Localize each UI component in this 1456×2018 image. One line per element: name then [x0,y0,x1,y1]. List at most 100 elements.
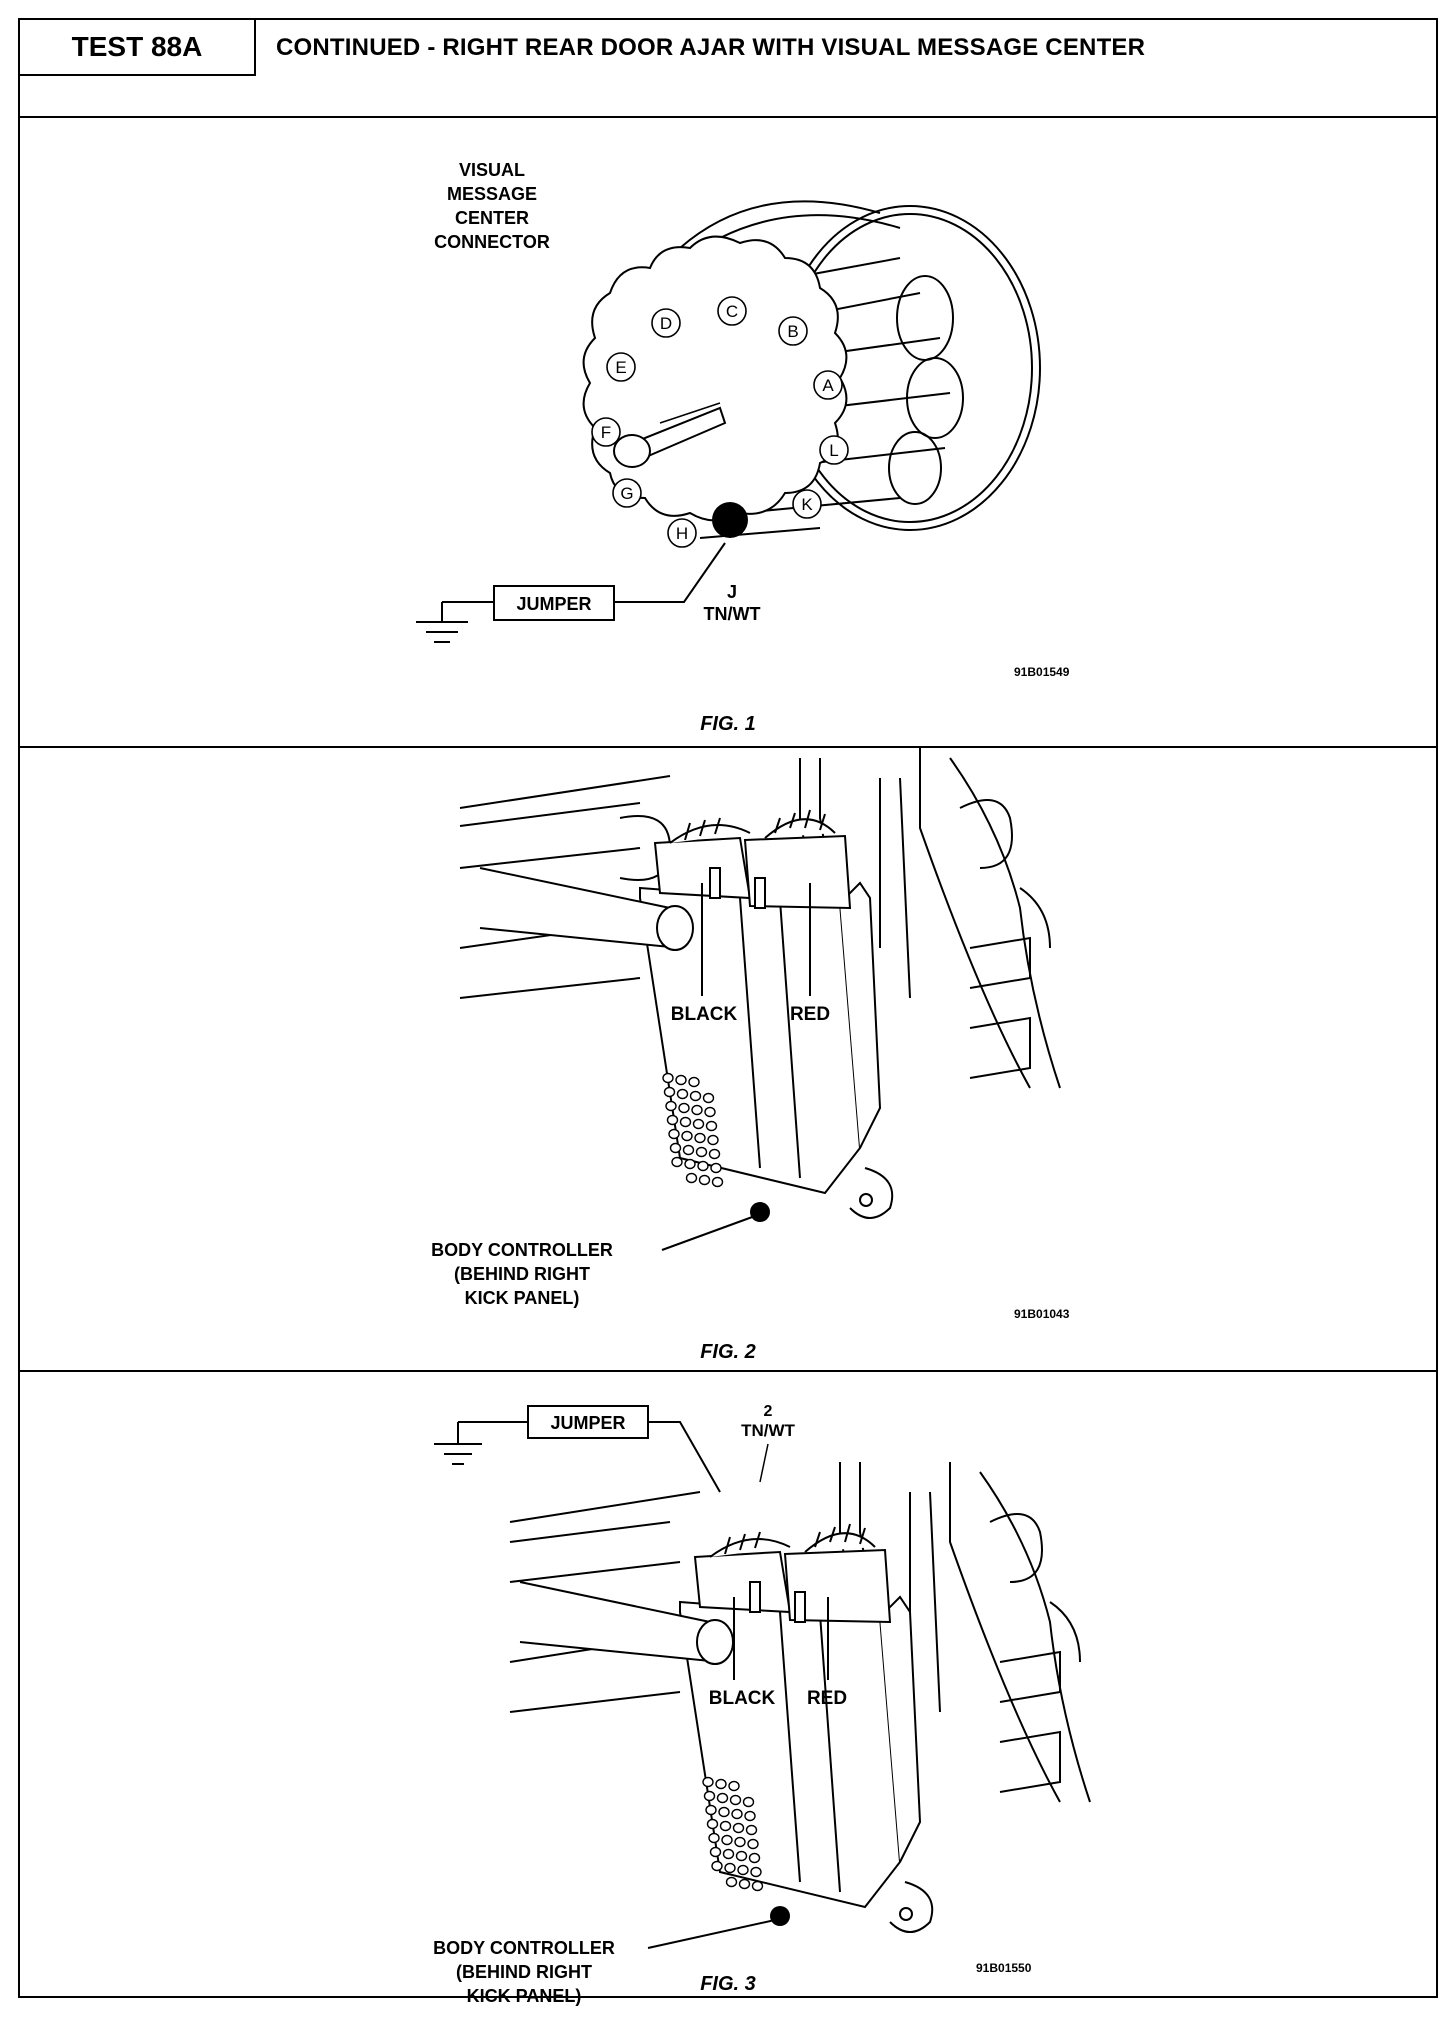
vent-hole [719,1820,732,1832]
vent-hole [748,1852,761,1864]
svg-text:CONNECTOR: CONNECTOR [434,232,550,252]
vent-hole [689,1090,702,1102]
harness-tube [519,1581,734,1665]
vent-hole [724,1862,736,1874]
vent-hole [694,1132,706,1144]
svg-text:(BEHIND RIGHT: (BEHIND RIGHT [456,1962,592,1982]
harness-tube [479,867,694,951]
connectors-top [693,1523,892,1624]
connector-label: VISUAL MESSAGE CENTER CONNECTOR [434,160,550,252]
pin-j-callout: J [727,582,737,602]
vent-hole [668,1128,680,1140]
vent-hole [663,1086,676,1098]
vent-hole [676,1088,689,1100]
vent-hole [688,1076,700,1088]
pin-label-e: E [615,358,626,377]
vent-hole [708,1832,720,1844]
svg-text:(BEHIND RIGHT: (BEHIND RIGHT [454,1264,590,1284]
body-controller-module [639,881,894,1219]
vent-hole [715,1778,727,1790]
vent-hole [745,1824,758,1836]
vent-hole [725,1876,738,1888]
module-leader [647,1919,776,1949]
vent-hole [711,1176,724,1188]
pin-label-k: K [801,495,813,514]
vent-hole [681,1130,693,1142]
svg-text:MESSAGE: MESSAGE [447,184,537,204]
page-title: CONTINUED - RIGHT REAR DOOR AJAR WITH VI… [276,34,1146,61]
pin-label-l: L [829,441,838,460]
vent-hole [684,1158,696,1170]
vent-hole [669,1142,682,1154]
vent-hole [697,1160,709,1172]
vent-hole [695,1146,708,1158]
vent-hole [744,1810,756,1822]
figure-caption: FIG. 3 [700,1973,756,1995]
vent-hole [662,1072,674,1084]
module-location-dot [750,1202,770,1222]
pin-h [667,518,697,548]
vent-hole [666,1114,679,1126]
figure-3-diagram: JUMPER 2 TN/WT [433,1403,1091,2006]
pin-label-c: C [726,302,738,321]
vent-hole [729,1794,742,1806]
pin-label-d: D [660,314,672,333]
wire-color-label: TN/WT [704,604,761,624]
vent-hole [682,1144,695,1156]
vent-holes [702,1776,764,1892]
vent-hole [716,1792,729,1804]
jumper-box [527,1405,649,1439]
jumper-box [493,585,615,621]
vent-holes [662,1072,724,1188]
red-connector-label: RED [790,1004,830,1025]
pin-label-a: A [822,376,834,395]
vent-hole [702,1776,714,1788]
pin-a [813,370,843,400]
vent-hole [705,1804,717,1816]
figure-2-diagram: BLACK RED BODY CONTROLLER (BEHIND RIGHT … [431,748,1070,1363]
service-manual-page: TEST 88A CONTINUED - RIGHT REAR DOOR AJA… [18,18,1438,2006]
pin-label-g: G [620,484,633,503]
pin-j-terminal [712,502,748,538]
vent-hole [734,1836,746,1848]
vent-hole [747,1838,759,1850]
jumper-wire [434,1421,721,1493]
pin-label-f: F [601,423,611,442]
vent-hole [709,1846,722,1858]
svg-text:KICK PANEL): KICK PANEL) [467,1986,582,2006]
vent-hole [665,1100,677,1112]
vent-hole [750,1866,762,1878]
pin-d [651,308,681,338]
connectors-top [653,809,852,910]
vent-hole [731,1808,743,1820]
black-connector-label: BLACK [709,1688,776,1709]
figure-3-captions: 91B01550 FIG. 3 [700,1961,1031,1995]
test-number-box: TEST 88A [20,20,256,76]
pin-label-b: B [787,322,798,341]
svg-text:BODY CONTROLLER: BODY CONTROLLER [431,1240,613,1260]
pin-b [778,316,808,346]
pin-k [792,489,822,519]
vent-hole [698,1174,711,1186]
vent-hole [751,1880,764,1892]
page-header: TEST 88A CONTINUED - RIGHT REAR DOOR AJA… [20,20,1436,118]
vent-hole [691,1104,703,1116]
vent-hole [732,1822,745,1834]
vent-hole [708,1148,721,1160]
vent-hole [738,1878,751,1890]
vent-hole [704,1106,716,1118]
module-label: BODY CONTROLLER (BEHIND RIGHT KICK PANEL… [431,1240,613,1308]
vent-hole [711,1860,723,1872]
pin-c [717,296,747,326]
vent-hole [679,1116,692,1128]
svg-text:KICK PANEL): KICK PANEL) [465,1288,580,1308]
vent-hole [703,1790,716,1802]
pin-label-h: H [676,524,688,543]
vent-hole [718,1806,730,1818]
figure-caption: FIG. 1 [700,713,756,735]
pin-circles [591,296,849,548]
vent-hole [705,1120,718,1132]
illustration-code: 91B01549 [1014,665,1070,679]
pin-2-leader [759,1443,769,1483]
jumper-label: JUMPER [550,1413,625,1433]
